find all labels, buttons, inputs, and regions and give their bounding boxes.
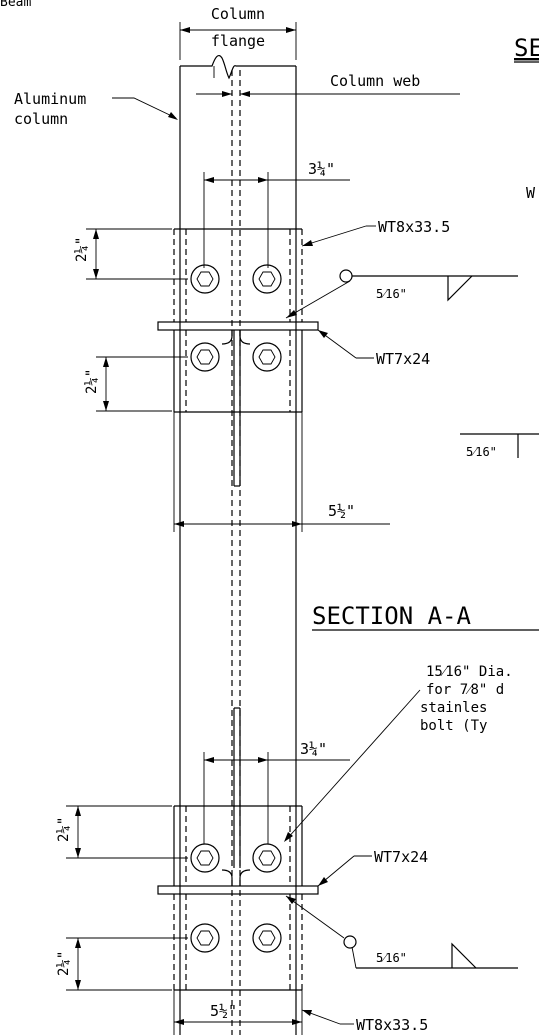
flange-width-dimension-mid [173, 412, 390, 532]
wt7-bottom-stem [233, 707, 241, 868]
side-w-fragment: W [526, 184, 536, 202]
dim-3-14-bottom: 3¼" [300, 740, 327, 758]
bolt-note-line-2: for 7⁄8" d [426, 682, 504, 698]
column-flange-dimension [179, 22, 297, 60]
wt8-top-label: WT8x33.5 [378, 218, 450, 236]
bolt-gage-dimension-bottom [203, 752, 350, 844]
bolt-lower-4 [252, 923, 282, 953]
dim-2-14-c [66, 805, 188, 859]
bolt-upper-2 [252, 264, 282, 294]
weld-size-bottom: 5⁄16" [376, 951, 407, 965]
bolt-lower-1 [190, 843, 220, 873]
aluminum-column [179, 55, 297, 1035]
bolt-note-line-4: bolt (Ty [420, 718, 487, 734]
dim-2-14-c-label: 2¼" [56, 817, 72, 842]
aluminum-column-label-1: Aluminum [14, 90, 86, 108]
column-web-leader [196, 91, 460, 97]
wt7-bottom-label: WT7x24 [374, 848, 428, 866]
bolt-lower-3 [190, 923, 220, 953]
column-web-hidden-lines [231, 70, 241, 1035]
weld-symbol-bottom [285, 895, 518, 969]
weld-symbol-right [460, 433, 539, 458]
column-web-label: Column web [330, 72, 420, 90]
beam-label-fragment: Beam [0, 0, 31, 10]
weld-size-top: 5⁄16" [376, 287, 407, 301]
wt7-bottom-plate [157, 805, 319, 895]
bolt-note-line-3: stainles [420, 700, 487, 716]
wt8-bottom-label: WT8x33.5 [356, 1016, 428, 1034]
aluminum-column-label-2: column [14, 110, 68, 128]
dim-2-14-d-label: 2¼" [56, 951, 72, 976]
bolt-upper-4 [252, 342, 282, 372]
weld-symbol-top [285, 269, 518, 319]
wt7-top-label: WT7x24 [376, 350, 430, 368]
weld-size-right: 5⁄16" [466, 445, 497, 459]
column-flange-label-1: Column [211, 5, 265, 23]
dim-2-14-d [66, 937, 188, 991]
section-title-fragment: SE [514, 34, 539, 62]
wt7-top-plate [157, 321, 319, 487]
column-flange-label-2: flange [211, 32, 265, 50]
dim-2-14-a [86, 228, 188, 280]
bolt-note-line-1: 15⁄16" Dia. [426, 664, 513, 680]
wt8-bottom-plate [173, 894, 303, 991]
flange-width-dimension-bottom [173, 990, 303, 1035]
dim-2-14-b-label: 2¼" [84, 369, 100, 394]
wt8-top-plate [173, 228, 303, 322]
dim-5-12-mid: 5½" [328, 502, 355, 520]
dim-3-14-top: 3¼" [308, 160, 335, 178]
bolt-upper-1 [190, 264, 220, 294]
dim-2-14-b [96, 356, 188, 412]
section-a-a-title: SECTION A-A [312, 602, 471, 630]
bolt-lower-2 [252, 843, 282, 873]
dim-5-12-bottom: 5½" [210, 1002, 237, 1020]
bolt-upper-3 [190, 342, 220, 372]
dim-2-14-a-label: 2¼" [74, 237, 90, 262]
bolt-gage-dimension-top [203, 172, 350, 268]
